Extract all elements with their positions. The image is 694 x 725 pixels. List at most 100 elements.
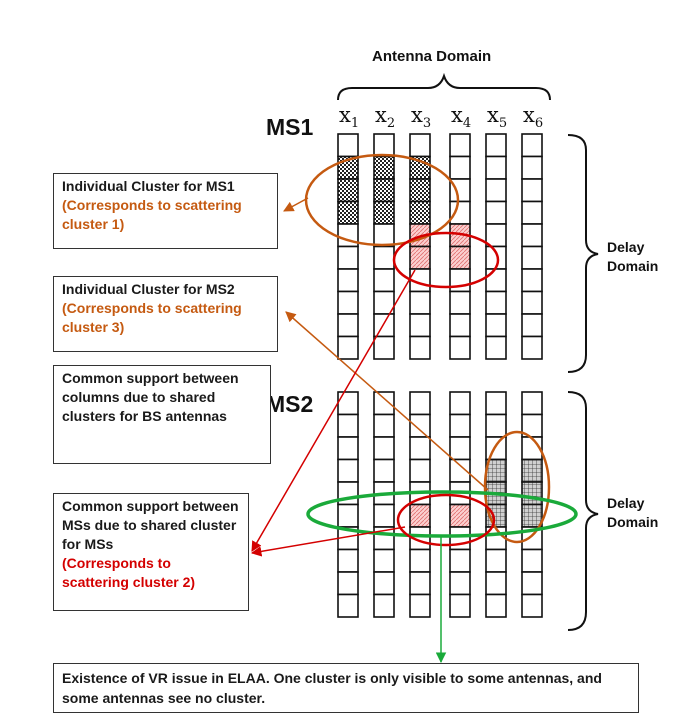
ms1-cell <box>337 268 359 293</box>
column-label: x2 <box>375 103 396 132</box>
ms1-cell <box>449 313 471 338</box>
ms2-cell <box>521 548 543 573</box>
ms2-cell <box>485 571 507 596</box>
ms2-cell <box>449 526 471 551</box>
column-label: x4 <box>451 103 472 132</box>
ms2-cell <box>485 436 507 461</box>
ms2-cell <box>373 571 395 596</box>
ms1-cell-checker <box>337 178 359 203</box>
ms2-cell <box>521 593 543 618</box>
callout-text: Existence of VR issue in ELAA. One clust… <box>62 670 602 706</box>
delay-label-line2: Domain <box>607 258 659 274</box>
callout-text: Individual Cluster for MS1 <box>62 178 235 194</box>
ms2-cell <box>373 391 395 416</box>
vr-issue-callout: Existence of VR issue in ELAA. One clust… <box>53 663 639 713</box>
delay-domain-brace-top <box>567 134 599 373</box>
column-label: x1 <box>339 103 360 132</box>
callout-text: Individual Cluster for MS2 <box>62 281 235 297</box>
ms2-cell <box>485 548 507 573</box>
callout-text: Common support between MSs due to shared… <box>62 498 239 552</box>
arrow-to-ms1-callout <box>283 197 309 212</box>
ms2-cell-pink <box>449 503 471 528</box>
ms1-cell <box>373 133 395 158</box>
ms1-cell-checker <box>373 155 395 180</box>
ms1-cell <box>485 200 507 225</box>
ms1-cell <box>485 268 507 293</box>
ms1-cell <box>485 178 507 203</box>
ms1-cell <box>449 268 471 293</box>
shared-cluster-ms2-ellipse <box>396 493 496 547</box>
ms1-cell-checker <box>409 200 431 225</box>
ms1-cell <box>409 335 431 360</box>
ms2-cell <box>337 458 359 483</box>
ms1-cell <box>337 245 359 270</box>
arrow-common-ms <box>250 526 406 557</box>
ms1-cluster-callout: Individual Cluster for MS1 (Corresponds … <box>53 173 278 249</box>
ms2-cell <box>409 593 431 618</box>
ms2-cell <box>373 593 395 618</box>
ms2-cell <box>449 571 471 596</box>
common-columns-callout: Common support between columns due to sh… <box>53 365 271 464</box>
ms1-cell <box>485 335 507 360</box>
ms1-cluster-ellipse <box>304 153 460 247</box>
ms2-cell <box>373 436 395 461</box>
ms2-cell <box>449 436 471 461</box>
ms1-cell <box>449 335 471 360</box>
ms2-cell <box>337 548 359 573</box>
callout-note: (Corresponds to scattering cluster 2) <box>62 555 196 590</box>
shared-cluster-ms1-ellipse <box>392 231 500 289</box>
antenna-domain-brace <box>337 72 551 101</box>
ms1-cell <box>521 268 543 293</box>
ms2-cell <box>373 503 395 528</box>
ms1-cell <box>521 133 543 158</box>
ms1-cell <box>449 200 471 225</box>
ms2-cell <box>373 413 395 438</box>
ms2-cell <box>449 413 471 438</box>
antenna-domain-title: Antenna Domain <box>372 48 492 65</box>
arrow-to-ms2-callout <box>285 311 489 491</box>
ms1-cell <box>521 200 543 225</box>
ms1-cell-pink <box>449 245 471 270</box>
ms1-cell <box>485 223 507 248</box>
ms2-cell <box>449 593 471 618</box>
ms1-cell <box>521 178 543 203</box>
ms2-cell <box>337 593 359 618</box>
ms2-cell <box>337 436 359 461</box>
ms2-cluster-callout: Individual Cluster for MS2 (Corresponds … <box>53 276 278 352</box>
ms2-cell <box>521 571 543 596</box>
delay-label-line1: Delay <box>607 239 645 255</box>
ms2-label: MS2 <box>266 391 314 417</box>
ms1-cell <box>449 133 471 158</box>
ms2-cell <box>449 391 471 416</box>
ms1-cell <box>485 290 507 315</box>
ms2-cell <box>409 571 431 596</box>
ms2-cell <box>409 391 431 416</box>
common-ms-callout: Common support between MSs due to shared… <box>53 493 249 611</box>
ms1-cell-checker <box>373 200 395 225</box>
column-label: x5 <box>487 103 508 132</box>
ms2-cell-grid <box>521 481 543 506</box>
ms2-cell <box>337 503 359 528</box>
ms1-cell <box>485 133 507 158</box>
ms1-cell <box>449 155 471 180</box>
callout-text: Common support between columns due to sh… <box>62 370 239 424</box>
delay-label-line1: Delay <box>607 495 645 511</box>
ms1-cell <box>485 313 507 338</box>
ms1-cell <box>337 335 359 360</box>
ms2-cell <box>373 548 395 573</box>
delay-domain-label-top: Delay Domain <box>607 238 658 276</box>
ms1-cell <box>409 313 431 338</box>
ms1-cell <box>521 245 543 270</box>
ms1-cell <box>521 223 543 248</box>
ms2-cell <box>485 391 507 416</box>
ms1-cell <box>485 155 507 180</box>
column-label: x3 <box>411 103 432 132</box>
ms2-cell <box>409 458 431 483</box>
ms1-cell <box>521 290 543 315</box>
ms1-cell <box>373 268 395 293</box>
ms1-cell <box>521 155 543 180</box>
ms2-cell <box>449 548 471 573</box>
ms2-cell <box>521 391 543 416</box>
ms1-cell-checker <box>409 178 431 203</box>
